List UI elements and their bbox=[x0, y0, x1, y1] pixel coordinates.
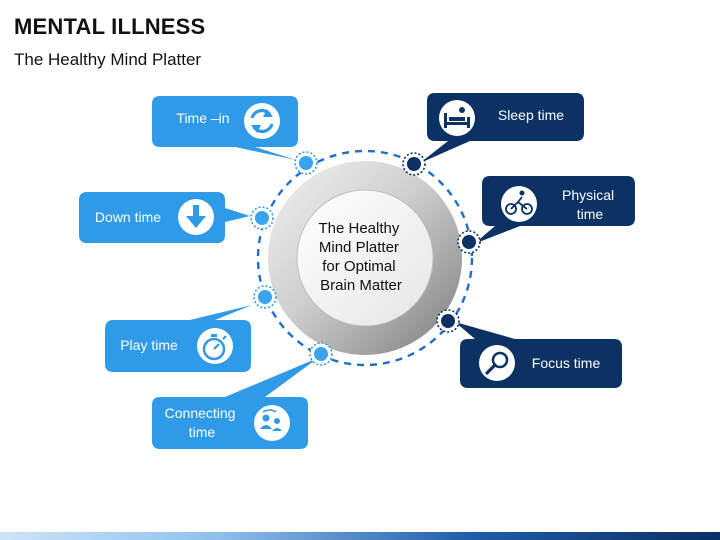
callout-sleep-time-label: Sleep time bbox=[498, 107, 564, 123]
callout-play-time: Play time bbox=[105, 305, 252, 372]
marker-time-in bbox=[294, 151, 318, 175]
callout-sleep-time: Sleep time bbox=[420, 93, 584, 163]
callout-physical-time: Physical time bbox=[474, 176, 635, 244]
marker-focus-time bbox=[436, 309, 460, 333]
callout-focus-time-label: Focus time bbox=[532, 355, 601, 371]
callout-time-in-label: Time –in bbox=[176, 110, 229, 126]
cyclist-icon bbox=[501, 186, 537, 222]
svg-text:Sleep time: Sleep time bbox=[498, 107, 564, 123]
stopwatch-icon bbox=[197, 328, 233, 364]
magnifier-icon bbox=[479, 345, 515, 381]
marker-connecting-time bbox=[309, 342, 333, 366]
download-arrow-icon bbox=[178, 199, 214, 235]
callout-connecting-time-label-2: time bbox=[189, 424, 216, 440]
callout-down-time-label: Down time bbox=[95, 209, 161, 225]
callout-physical-time-label-1: Physical bbox=[562, 187, 614, 203]
callout-time-in: Time –in bbox=[152, 96, 298, 160]
people-connect-icon bbox=[254, 405, 290, 441]
page-title: MENTAL ILLNESS bbox=[14, 14, 206, 39]
svg-text:Connecting time: Connecting time bbox=[165, 405, 240, 440]
svg-text:Time –in: Time –in bbox=[176, 110, 229, 126]
callout-connecting-time-label-1: Connecting bbox=[165, 405, 236, 421]
callout-focus-time: Focus time bbox=[455, 322, 622, 388]
bed-icon bbox=[439, 100, 475, 136]
callout-down-time: Down time bbox=[79, 192, 250, 243]
callout-play-time-label: Play time bbox=[120, 337, 178, 353]
svg-text:Focus time: Focus time bbox=[532, 355, 601, 371]
marker-down-time bbox=[250, 206, 274, 230]
platter-inner bbox=[296, 189, 434, 327]
callout-physical-time-label-2: time bbox=[577, 206, 604, 222]
marker-sleep-time bbox=[402, 152, 426, 176]
svg-text:Physical time: Physical time bbox=[562, 187, 618, 222]
dashed-ring bbox=[256, 149, 474, 367]
refresh-icon bbox=[244, 103, 280, 139]
svg-text:Down time: Down time bbox=[95, 209, 161, 225]
svg-text:Play time: Play time bbox=[120, 337, 178, 353]
center-text: The Healthy Mind Platter for Optimal Bra… bbox=[318, 220, 403, 294]
marker-physical-time bbox=[457, 230, 481, 254]
page-subtitle: The Healthy Mind Platter bbox=[14, 50, 202, 69]
marker-play-time bbox=[253, 285, 277, 309]
bottom-gradient-bar bbox=[0, 532, 720, 540]
callout-connecting-time: Connecting time bbox=[152, 358, 318, 449]
